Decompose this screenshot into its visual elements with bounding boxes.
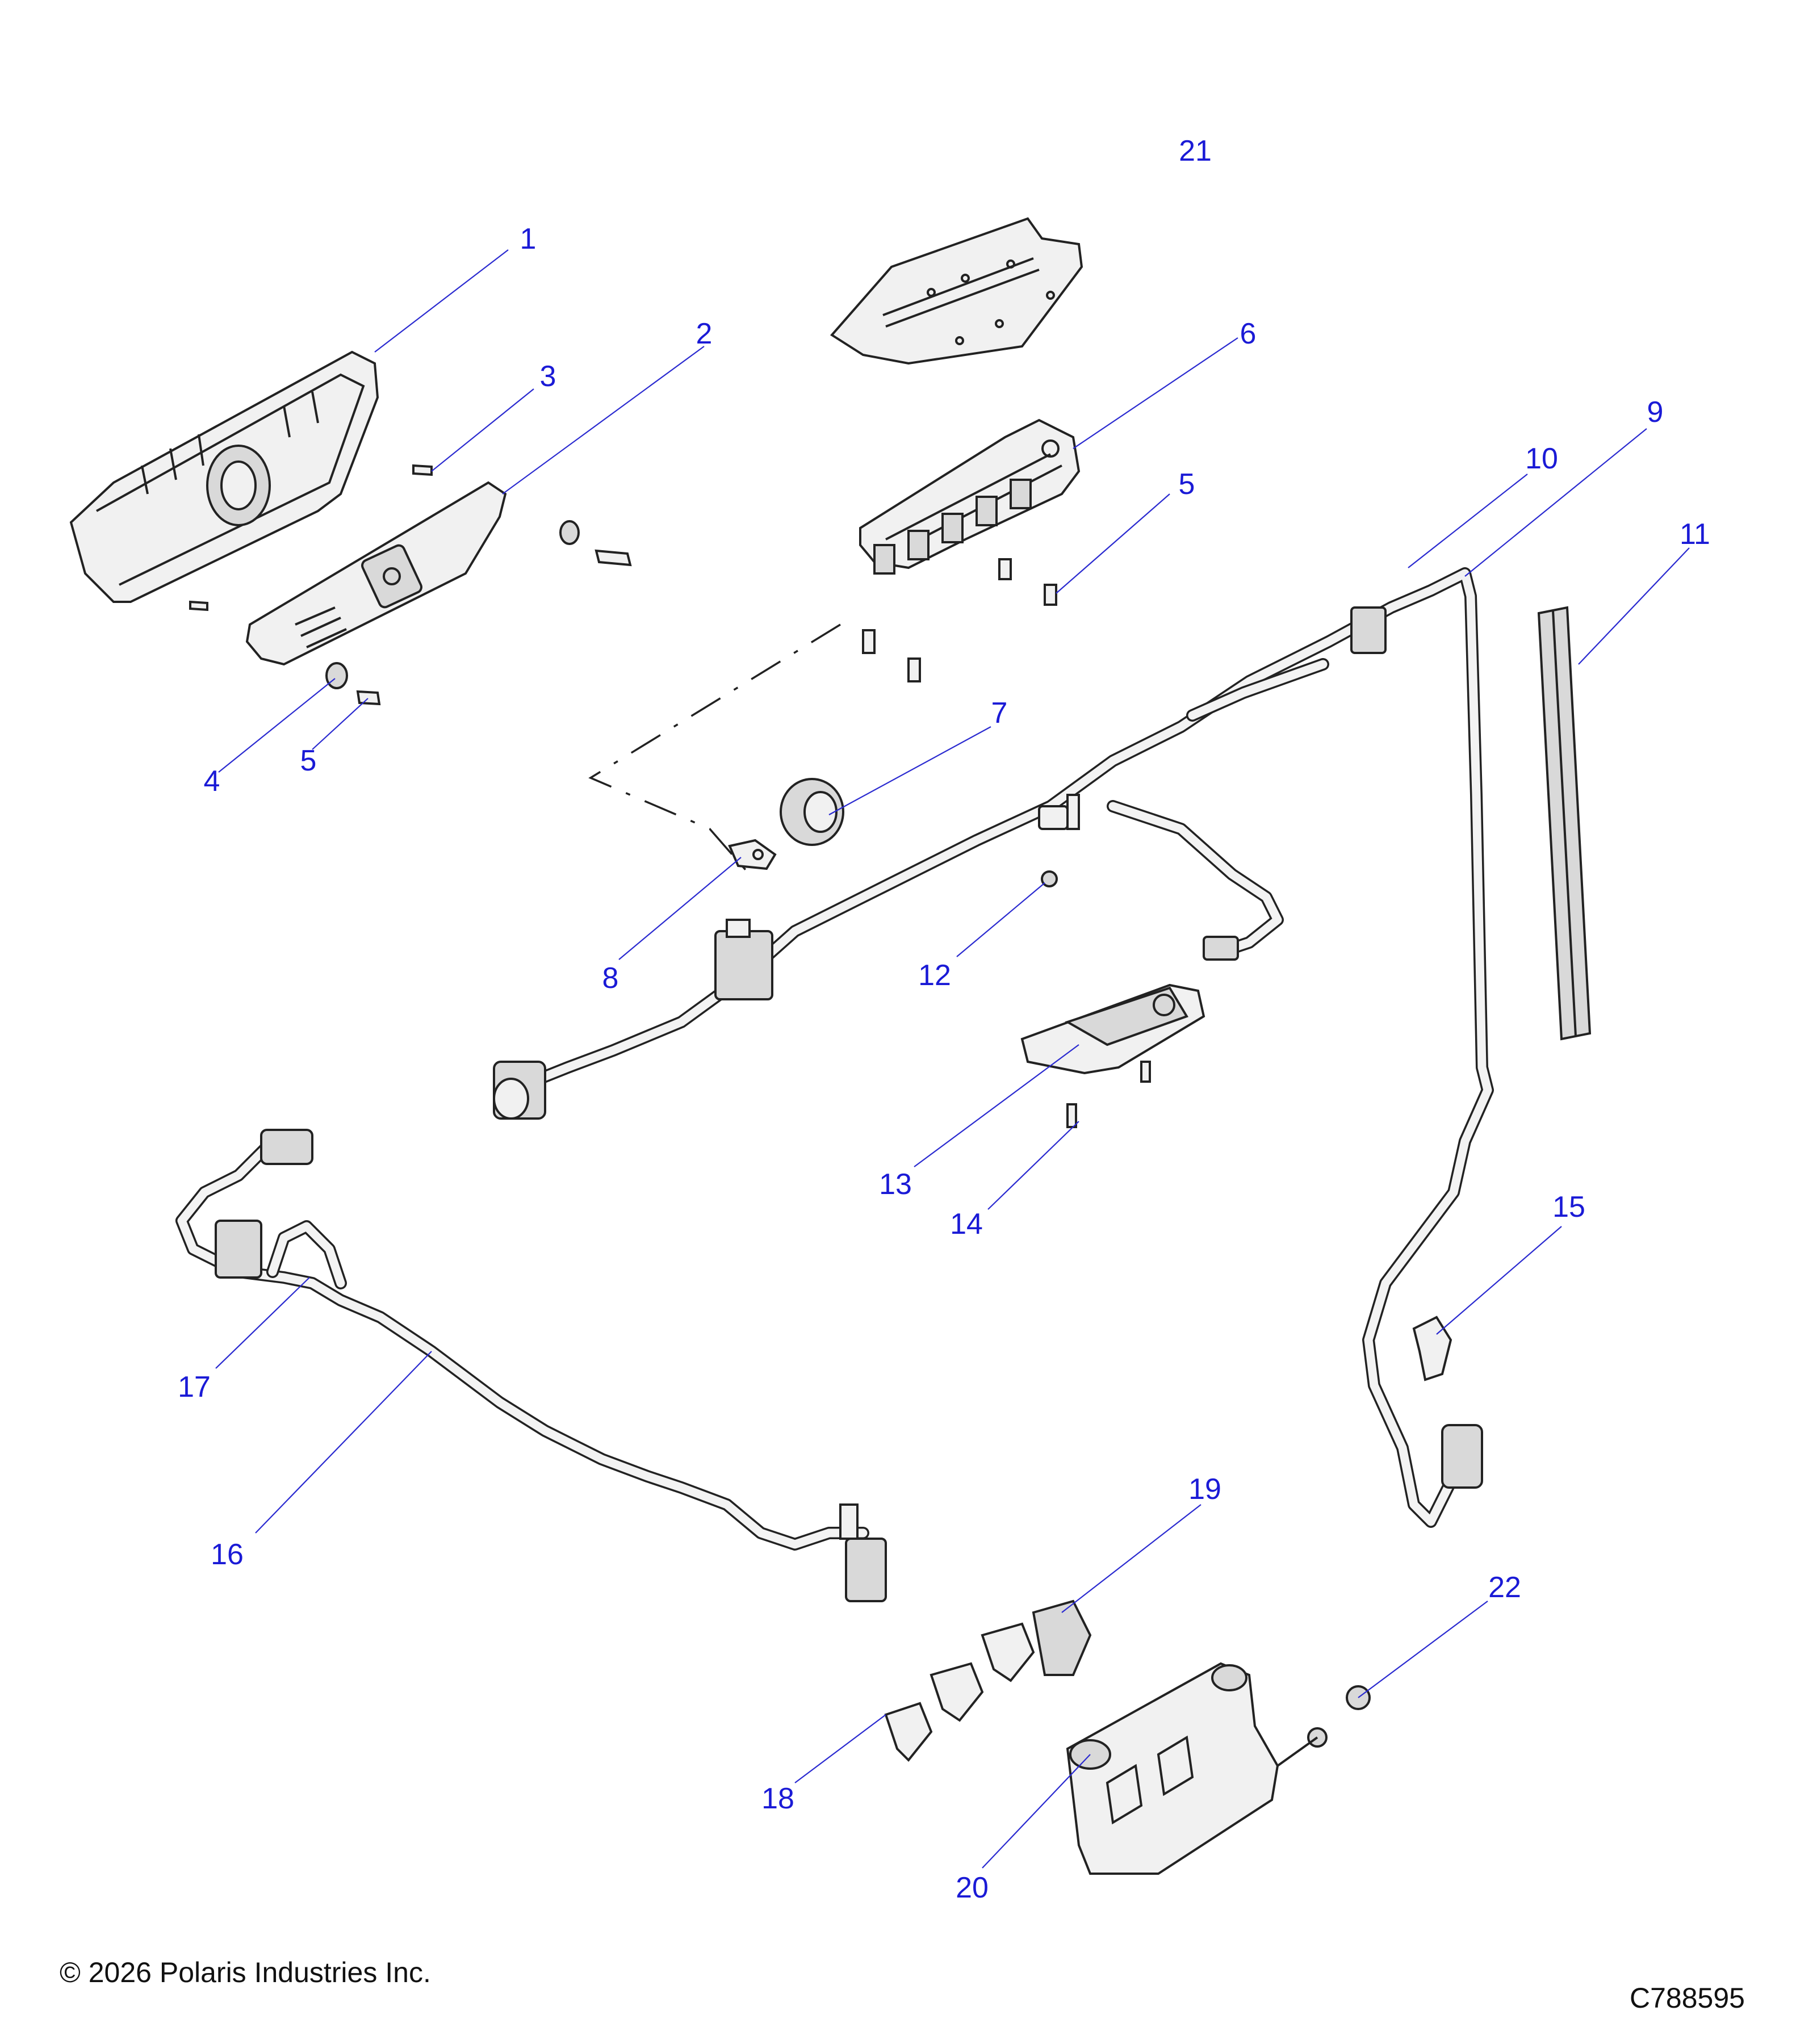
part-16-secondary-harness: [175, 1129, 887, 1602]
callout-12[interactable]: 12: [918, 959, 951, 992]
callout-17[interactable]: 17: [178, 1371, 211, 1404]
callout-4[interactable]: 4: [204, 765, 220, 798]
callout-9[interactable]: 9: [1647, 396, 1664, 429]
callout-8[interactable]: 8: [602, 962, 619, 995]
part-22-caps: [1276, 1685, 1371, 1767]
callout-1[interactable]: 1: [520, 223, 537, 256]
callout-2[interactable]: 2: [696, 317, 713, 350]
reference-dash-line: [588, 623, 841, 876]
part-8-ground-clip: [728, 839, 777, 870]
drawing-number: C788595: [1630, 1982, 1745, 2014]
part-6-relay-bracket: [859, 418, 1081, 575]
callout-5a[interactable]: 5: [300, 744, 317, 777]
callout-22[interactable]: 22: [1488, 1571, 1521, 1604]
callout-10[interactable]: 10: [1525, 442, 1558, 475]
leader-lines: [215, 249, 1690, 1869]
callout-21[interactable]: 21: [1179, 135, 1212, 167]
fasteners: [189, 464, 1151, 1128]
callout-18[interactable]: 18: [761, 1782, 794, 1815]
callout-14[interactable]: 14: [950, 1208, 983, 1241]
part-20-bracket-box: [1066, 1662, 1279, 1875]
callout-labels: 1 2 3 4 5 5 6 7 8 9 10 11 12 13 14 15 16…: [178, 135, 1710, 1904]
part-7-ferrite-ring: [780, 778, 844, 846]
copyright-notice: © 2026 Polaris Industries Inc.: [60, 1957, 431, 1988]
callout-7[interactable]: 7: [991, 697, 1008, 730]
part-9-main-harness: [493, 567, 1494, 1528]
part-21-mounting-plate: [830, 217, 1083, 365]
part-15-clip: [1412, 1316, 1452, 1381]
part-2-outer-panel: [245, 481, 507, 666]
part-1-housing-cover: [69, 350, 379, 603]
callout-16[interactable]: 16: [211, 1538, 244, 1571]
callout-5b[interactable]: 5: [1179, 468, 1195, 501]
callout-6[interactable]: 6: [1240, 317, 1257, 350]
callout-13[interactable]: 13: [879, 1168, 912, 1201]
part-11-sleeve: [1537, 606, 1592, 1041]
callout-20[interactable]: 20: [956, 1871, 989, 1904]
callout-3[interactable]: 3: [540, 360, 556, 393]
part-18-19-connectors: [884, 1599, 1092, 1762]
callout-15[interactable]: 15: [1552, 1191, 1585, 1224]
part-13-cover-plate: [1020, 983, 1205, 1075]
callout-19[interactable]: 19: [1188, 1473, 1221, 1506]
callout-11[interactable]: 11: [1680, 518, 1710, 551]
